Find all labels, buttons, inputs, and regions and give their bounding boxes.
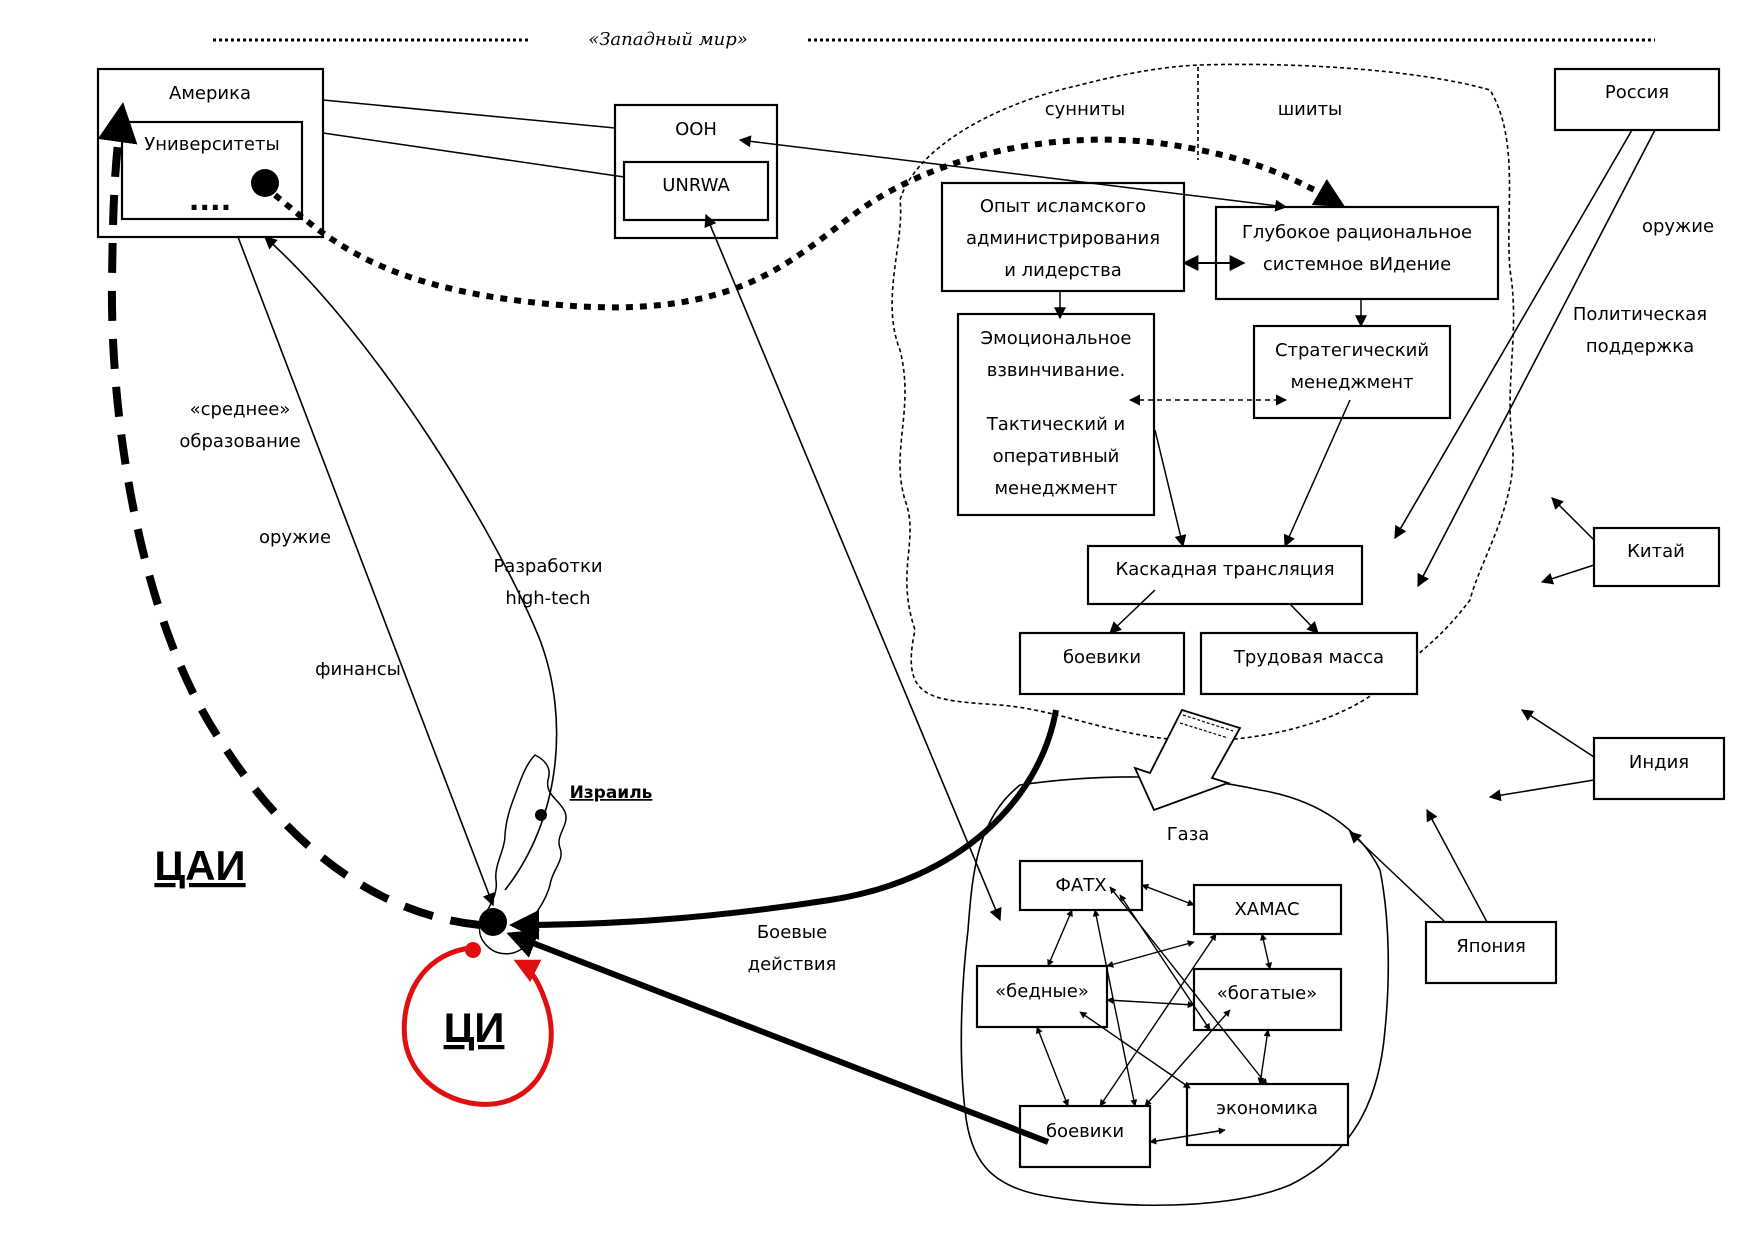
gaza-cloud bbox=[960, 776, 1390, 1207]
admin-line-1: Опыт исламского bbox=[980, 196, 1146, 217]
fatah-label: ФАТХ bbox=[1055, 875, 1106, 896]
ci-red-loop bbox=[401, 945, 554, 1107]
ci-label: ЦИ bbox=[444, 1004, 505, 1051]
combat-line-2: действия bbox=[748, 954, 837, 975]
cascade-fighters-arrow bbox=[1109, 589, 1156, 634]
india-label: Индия bbox=[1629, 752, 1689, 773]
japan-arrow-2 bbox=[1426, 808, 1488, 923]
russia-label: Россия bbox=[1605, 82, 1669, 103]
vision-line-1: Глубокое рациональное bbox=[1242, 222, 1472, 243]
america-un-line-2 bbox=[322, 132, 625, 178]
universities-dots: .... bbox=[189, 184, 232, 217]
western-world-header: «Западный мир» bbox=[213, 29, 1655, 50]
japan-arrow-1 bbox=[1349, 831, 1446, 923]
fatah-box[interactable]: ФАТХ bbox=[1018, 859, 1144, 912]
labor-mass-label: Трудовая масса bbox=[1233, 647, 1384, 668]
cai-dashed-arc bbox=[97, 102, 481, 929]
ci-red-node bbox=[465, 942, 481, 958]
sunni-label: сунниты bbox=[1045, 99, 1125, 120]
strategic-line-2: менеджмент bbox=[1290, 372, 1413, 393]
japan-box[interactable]: Япония bbox=[1424, 920, 1558, 985]
america-israel-arrow bbox=[237, 236, 495, 907]
emotional-line-1: Эмоциональное bbox=[981, 328, 1132, 349]
shia-label: шииты bbox=[1278, 99, 1343, 120]
admin-line-3: и лидерства bbox=[1004, 260, 1122, 281]
hamas-label: ХАМАС bbox=[1234, 899, 1299, 920]
america-un-line-1 bbox=[322, 99, 616, 129]
emotional-line-2: взвинчивание. bbox=[987, 360, 1126, 381]
india-arrow-1 bbox=[1520, 709, 1595, 758]
tactical-line-1: Тактический и bbox=[986, 414, 1125, 435]
universities-node bbox=[251, 169, 279, 197]
cascade-labor-arrow bbox=[1289, 603, 1319, 634]
japan-label: Япония bbox=[1456, 936, 1526, 957]
russia-weapons-arrow bbox=[1394, 129, 1633, 540]
gaza-internal-links bbox=[1036, 883, 1273, 1145]
flow-to-gaza-arrow bbox=[1133, 708, 1242, 812]
china-box[interactable]: Китай bbox=[1592, 526, 1721, 588]
russia-box[interactable]: Россия bbox=[1553, 67, 1721, 132]
political-support-line-1: Политическая bbox=[1573, 304, 1707, 325]
secondary-edu-line-1: «среднее» bbox=[190, 399, 291, 420]
emotional-tactical-box[interactable]: Эмоциональное взвинчивание. Тактический … bbox=[956, 312, 1156, 517]
china-label: Китай bbox=[1627, 541, 1685, 562]
islamic-fighters-label: боевики bbox=[1063, 647, 1141, 668]
finances-label: финансы bbox=[315, 659, 401, 680]
strategic-line-1: Стратегический bbox=[1275, 340, 1429, 361]
gaza-fighters-label: боевики bbox=[1046, 1121, 1124, 1142]
israel-label: Израиль bbox=[570, 783, 653, 803]
israel-america-hightech bbox=[264, 236, 558, 891]
hamas-box[interactable]: ХАМАС bbox=[1192, 883, 1343, 936]
weapons-left-label: оружие bbox=[259, 527, 331, 548]
universities-box[interactable] bbox=[120, 120, 304, 221]
china-arrow-2 bbox=[1540, 564, 1595, 585]
hightech-line-2: high-tech bbox=[505, 588, 590, 609]
un-box[interactable]: ООН UNRWA bbox=[613, 103, 779, 240]
un-title: ООН bbox=[675, 119, 717, 140]
gaza-fighters-to-israel bbox=[506, 929, 1050, 1145]
israel-main-node bbox=[479, 908, 507, 936]
islamic-world-cloud bbox=[891, 63, 1515, 742]
strategic-cascade-arrow bbox=[1283, 399, 1351, 548]
secondary-edu-line-2: образование bbox=[179, 431, 300, 452]
universities-to-vision-dotted bbox=[273, 136, 1346, 311]
america-box[interactable]: Америка Университеты .... bbox=[96, 67, 325, 239]
economy-box[interactable]: экономика bbox=[1185, 1082, 1350, 1147]
weapons-right-label: оружие bbox=[1642, 216, 1714, 237]
china-arrow-1 bbox=[1551, 497, 1595, 541]
admin-line-2: администрирования bbox=[966, 228, 1160, 249]
poor-label: «бедные» bbox=[995, 981, 1089, 1002]
hightech-line-1: Разработки bbox=[493, 556, 602, 577]
tactical-cascade-arrow bbox=[1154, 429, 1187, 548]
cascade-box[interactable]: Каскадная трансляция bbox=[1086, 544, 1364, 606]
india-box[interactable]: Индия bbox=[1592, 736, 1726, 801]
vision-line-2: системное вИдение bbox=[1263, 254, 1451, 275]
rich-label: «богатые» bbox=[1217, 983, 1317, 1004]
america-title: Америка bbox=[169, 83, 251, 104]
india-arrow-2 bbox=[1488, 779, 1595, 802]
admin-experience-box[interactable]: Опыт исламского администрирования и лиде… bbox=[940, 181, 1186, 293]
cai-label: ЦАИ bbox=[154, 842, 245, 889]
islamic-fighters-box[interactable]: боевики bbox=[1018, 631, 1186, 696]
economy-label: экономика bbox=[1216, 1098, 1318, 1119]
un-vision-arrow bbox=[738, 135, 1288, 212]
gaza-label: Газа bbox=[1167, 824, 1210, 845]
cascade-label: Каскадная трансляция bbox=[1115, 559, 1334, 580]
political-support-line-2: поддержка bbox=[1586, 336, 1694, 357]
labor-mass-box[interactable]: Трудовая масса bbox=[1199, 631, 1419, 696]
unrwa-label: UNRWA bbox=[662, 175, 730, 196]
russia-political-arrow bbox=[1417, 129, 1656, 588]
tactical-line-2: оперативный bbox=[993, 446, 1120, 467]
combat-line-1: Боевые bbox=[757, 922, 827, 943]
universities-label: Университеты bbox=[144, 134, 279, 155]
tactical-line-3: менеджмент bbox=[994, 478, 1117, 499]
western-world-label: «Западный мир» bbox=[588, 29, 748, 50]
islamic-fighters-to-israel bbox=[509, 709, 1059, 940]
strategic-management-box[interactable]: Стратегический менеджмент bbox=[1252, 324, 1452, 420]
unrwa-gaza-arrow bbox=[704, 213, 1002, 922]
rational-vision-box[interactable]: Глубокое рациональное системное вИдение bbox=[1214, 205, 1500, 301]
